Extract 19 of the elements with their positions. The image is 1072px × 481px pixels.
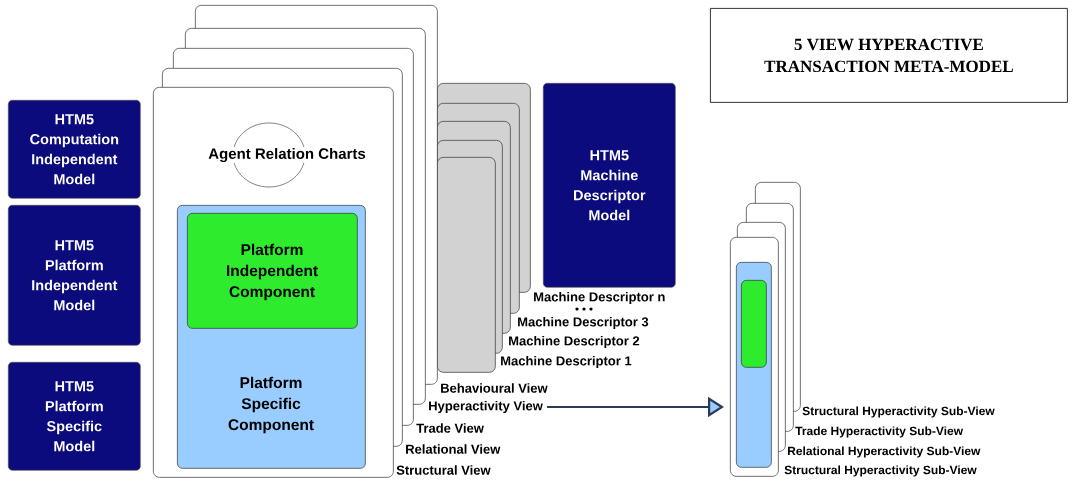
node-label: Machine Descriptor 1 <box>501 355 632 369</box>
node-label: Trade Hyperactivity Sub-View <box>795 426 964 438</box>
descriptor-card <box>437 157 496 373</box>
model-box: HTM5 Computation Independent Model <box>8 100 141 199</box>
node-label: Relational Hyperactivity Sub-View <box>788 446 981 458</box>
model-box: HTM5 Machine Descriptor Model <box>543 83 676 288</box>
node-label: Trade View <box>416 423 484 433</box>
model-box: HTM5 Platform Specific Model <box>8 362 141 471</box>
component-box: Platform Independent Component <box>187 213 358 329</box>
node-label: Machine Descriptor 2 <box>509 335 640 349</box>
component-box <box>741 280 767 368</box>
node-label: Relational View <box>406 444 501 454</box>
node-label: Structural Hyperactivity Sub-View <box>802 406 995 418</box>
node-label: Hyperactivity View <box>429 400 543 414</box>
model-box: HTM5 Platform Independent Model <box>8 205 141 346</box>
title-box: 5 VIEW HYPERACTIVE TRANSACTION META-MODEL <box>710 8 1068 103</box>
node-label: Machine Descriptor 3 <box>518 316 649 330</box>
node-label: Behavioural View <box>441 383 548 393</box>
node-label: Machine Descriptor n <box>534 291 665 305</box>
